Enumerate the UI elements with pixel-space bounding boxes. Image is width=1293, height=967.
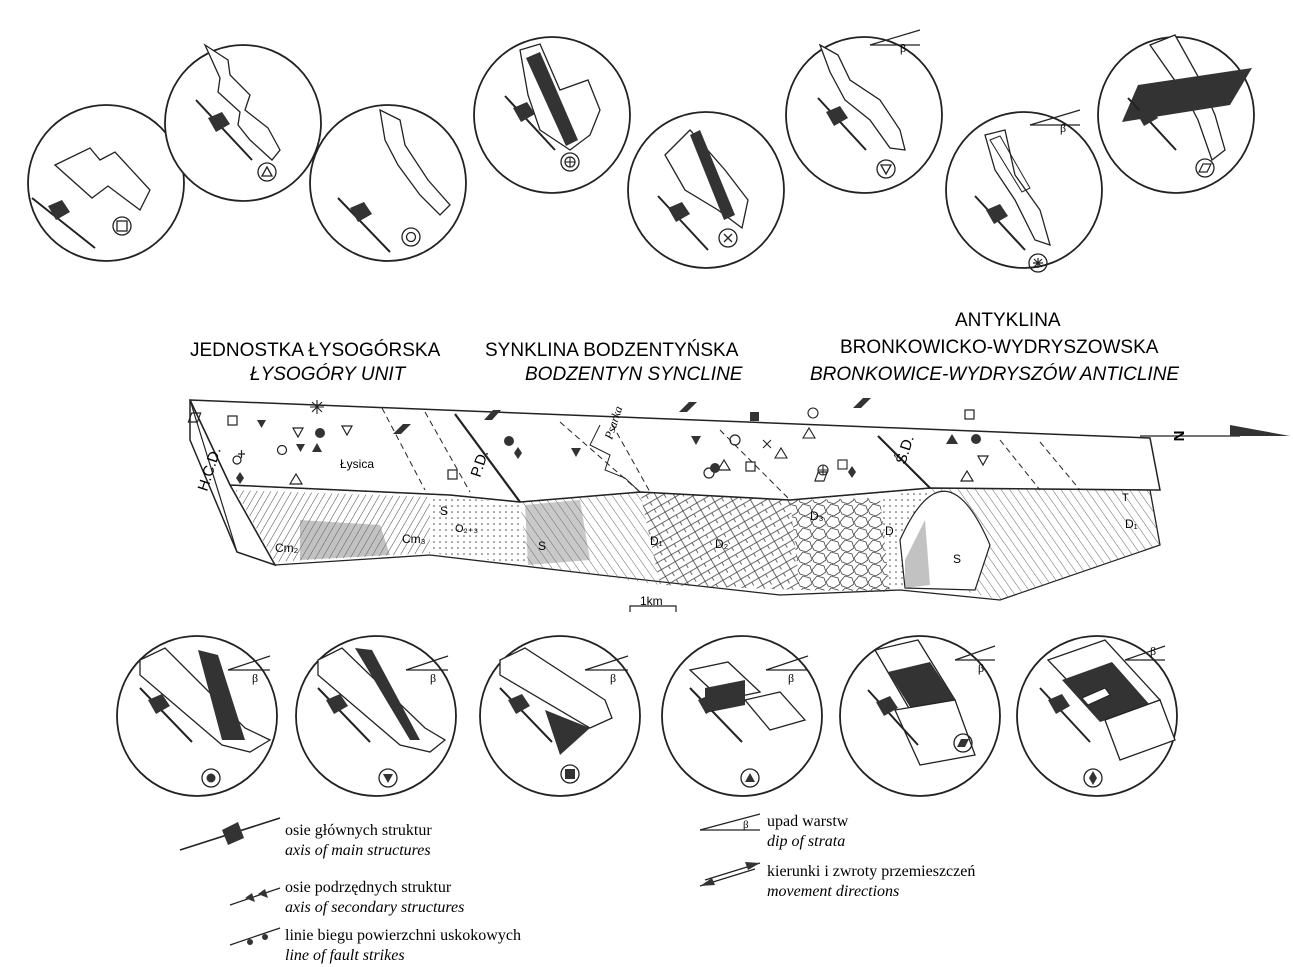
beta-label: β: [1150, 644, 1156, 658]
unit-cm2-label: Cm₂: [275, 541, 299, 555]
bottom-circle-filled-triangle-down: β: [296, 636, 456, 796]
scale-bar: 1km: [630, 594, 676, 612]
unit-s-left-label: S: [538, 539, 546, 553]
beta-label: β: [788, 671, 794, 685]
top-circle-square: [28, 105, 184, 261]
filled-square-symbol-icon: [565, 769, 575, 779]
legend-secondary-axes: osie podrzędnych struktur axis of second…: [230, 879, 464, 916]
legend-main-axes-pl: osie głównych struktur: [285, 822, 432, 839]
filled-circle-symbol-icon: [207, 774, 216, 783]
beta-label: β: [1060, 121, 1066, 135]
top-circle-cross: [628, 112, 784, 268]
heading-lysogory-pl: JEDNOSTKA ŁYSOGÓRSKA: [190, 339, 441, 361]
bottom-circle-filled-square: β: [480, 636, 640, 796]
legend-main-axes-en: axis of main structures: [285, 842, 431, 859]
unit-d1-label: D₁: [650, 534, 663, 548]
place-lysica-label: Łysica: [340, 457, 374, 471]
legend-main-axes: osie głównych struktur axis of main stru…: [180, 818, 432, 859]
main-axis-icon: [222, 822, 244, 845]
legend: osie głównych struktur axis of main stru…: [180, 813, 975, 964]
beta-label: β: [610, 671, 616, 685]
legend-secondary-axes-pl: osie podrzędnych struktur: [285, 879, 452, 896]
legend-fault-lines: linie biegu powierzchni uskokowych line …: [230, 927, 521, 964]
legend-dip-pl: upad warstw: [767, 813, 849, 830]
legend-movement: kierunki i zwroty przemieszczeń movement…: [700, 862, 975, 900]
top-circle-triangle: [165, 45, 321, 201]
unit-s-small-label: S: [440, 504, 448, 518]
heading-bronkowice-pl-1: ANTYKLINA: [955, 310, 1061, 331]
block-diagram: H.C.D. P.D. Ś.D. Łysica Psarka Cm₂ Cm₃ S…: [188, 398, 1160, 600]
unit-s-core-label: S: [953, 552, 961, 566]
north-label: N: [1171, 431, 1188, 442]
beta-label: β: [252, 671, 258, 685]
beta-label: β: [900, 41, 906, 55]
heading-bodzentyn-pl: SYNKLINA BODZENTYŃSKA: [485, 340, 739, 361]
bottom-circle-filled-parallelogram: β: [840, 636, 1000, 796]
legend-secondary-axes-en: axis of secondary structures: [285, 899, 464, 916]
unit-d1-right-label: D₁: [1125, 517, 1138, 531]
beta-label: β: [978, 661, 984, 675]
legend-movement-en: movement directions: [767, 883, 899, 900]
beta-label: β: [743, 819, 749, 831]
top-circle-triangle-down: β: [786, 30, 942, 193]
heading-bronkowice-pl-2: BRONKOWICKO-WYDRYSZOWSKA: [840, 337, 1159, 358]
legend-fault-lines-pl: linie biegu powierzchni uskokowych: [285, 927, 521, 944]
scale-label: 1km: [640, 594, 663, 608]
asterisk-symbol-icon: [1033, 258, 1043, 268]
legend-dip-en: dip of strata: [767, 833, 845, 850]
top-circle-circle: [310, 105, 466, 261]
unit-t-right-label: T: [1122, 492, 1129, 504]
bottom-circle-filled-diamond: β: [1017, 636, 1177, 796]
top-circle-asterisk: β: [946, 110, 1102, 272]
unit-d3-label: D₃: [810, 509, 824, 523]
top-circle-parallelogram: [1098, 35, 1254, 193]
bottom-circle-filled-triangle: β: [662, 636, 822, 796]
legend-fault-lines-en: line of fault strikes: [285, 947, 405, 964]
heading-lysogory-en: ŁYSOGÓRY UNIT: [250, 363, 407, 385]
dip-icon: [700, 814, 760, 830]
legend-dip: β upad warstw dip of strata: [700, 813, 849, 850]
unit-cm3-label: Cm₃: [402, 532, 426, 546]
unit-d2-label: D₂: [715, 537, 729, 551]
unit-o23-label: O₂₊₃: [455, 523, 478, 535]
heading-bodzentyn-en: BODZENTYN SYNCLINE: [525, 364, 743, 385]
north-arrow: N: [1140, 425, 1290, 441]
beta-label: β: [430, 671, 436, 685]
unit-d-mid-label: D: [885, 524, 894, 538]
bottom-circle-filled-circle: β: [117, 636, 277, 796]
legend-movement-pl: kierunki i zwroty przemieszczeń: [767, 863, 975, 880]
heading-bronkowice-en: BRONKOWICE-WYDRYSZÓW ANTICLINE: [810, 363, 1179, 385]
fault-line-icon: [247, 939, 253, 945]
top-circle-plus: [474, 37, 630, 193]
north-arrow-icon: [1230, 425, 1290, 436]
